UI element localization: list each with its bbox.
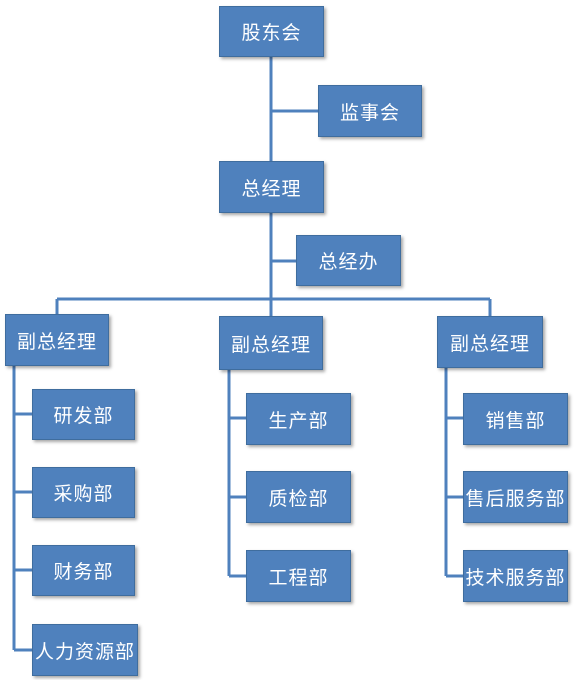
- node-dept-after-sales: 售后服务部: [463, 471, 568, 523]
- node-dept-qc: 质检部: [246, 471, 351, 523]
- node-vp-center: 副总经理: [219, 316, 323, 370]
- node-dept-hr: 人力资源部: [32, 624, 138, 676]
- node-vp-left: 副总经理: [5, 314, 109, 366]
- node-dept-tech-service: 技术服务部: [463, 550, 568, 602]
- node-supervisors: 监事会: [318, 85, 422, 137]
- node-gm-office: 总经办: [296, 235, 401, 286]
- node-dept-production: 生产部: [246, 393, 351, 445]
- node-dept-engineering: 工程部: [246, 550, 351, 602]
- node-dept-procurement: 采购部: [32, 467, 135, 518]
- node-dept-rnd: 研发部: [32, 389, 135, 440]
- node-dept-finance: 财务部: [32, 545, 135, 596]
- node-shareholders: 股东会: [219, 6, 324, 57]
- node-dept-sales: 销售部: [463, 393, 568, 445]
- node-vp-right: 副总经理: [437, 316, 543, 368]
- node-general-manager: 总经理: [219, 161, 324, 213]
